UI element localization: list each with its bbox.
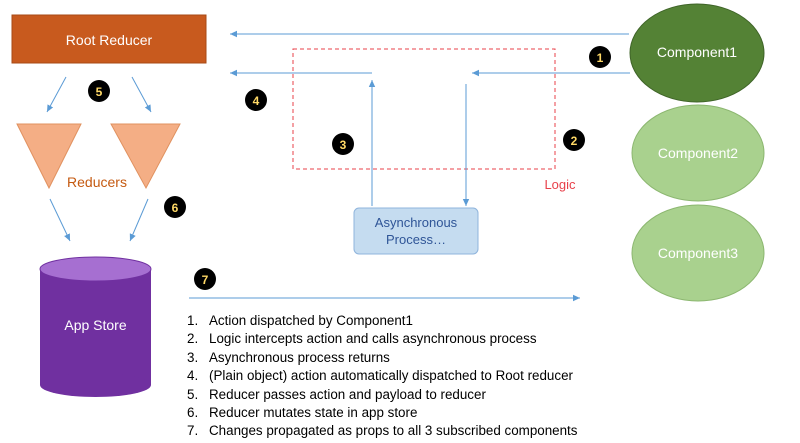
step-item: 7.Changes propagated as props to all 3 s… bbox=[187, 423, 578, 439]
step-item: 3.Asynchronous process returns bbox=[187, 349, 390, 365]
step-item: 4.(Plain object) action automatically di… bbox=[187, 368, 573, 384]
component1-label: Component1 bbox=[657, 44, 737, 60]
step-badge-2: 2 bbox=[563, 129, 585, 151]
step-item: 2.Logic intercepts action and calls asyn… bbox=[187, 331, 537, 347]
step-badge-4: 4 bbox=[245, 89, 267, 111]
step-badge-5: 5 bbox=[88, 80, 110, 102]
arrow-reducer-right-to-store bbox=[129, 198, 149, 242]
arrow-reducer-left-to-store bbox=[49, 198, 71, 242]
step-badge-1: 1 bbox=[589, 46, 611, 68]
async-process-label-line2: Process… bbox=[386, 232, 446, 247]
app-store-label: App Store bbox=[64, 317, 126, 333]
step-item: 6.Reducer mutates state in app store bbox=[187, 404, 418, 420]
svg-text:5: 5 bbox=[96, 85, 103, 99]
logic-label: Logic bbox=[544, 177, 576, 192]
component2-label: Component2 bbox=[658, 145, 738, 161]
root-reducer-label: Root Reducer bbox=[66, 32, 153, 48]
reducers-label: Reducers bbox=[67, 174, 127, 190]
step-badge-7: 7 bbox=[194, 268, 216, 290]
svg-text:2: 2 bbox=[571, 134, 578, 148]
step-badge-6: 6 bbox=[164, 196, 186, 218]
async-process-label-line1: Asynchronous bbox=[375, 215, 458, 230]
component3-label: Component3 bbox=[658, 245, 738, 261]
component3-node: Component3 bbox=[631, 204, 765, 302]
step-badge-3: 3 bbox=[332, 133, 354, 155]
app-store-node: App Store bbox=[39, 256, 152, 397]
component1-node: Component1 bbox=[629, 3, 765, 103]
arrow-root-to-reducer-right bbox=[131, 76, 152, 113]
svg-text:4: 4 bbox=[253, 94, 260, 108]
component2-node: Component2 bbox=[631, 104, 765, 202]
logic-boundary bbox=[292, 48, 556, 170]
reducer-triangle-left bbox=[16, 123, 82, 190]
svg-text:1: 1 bbox=[597, 51, 604, 65]
svg-text:3: 3 bbox=[340, 138, 347, 152]
arrow-root-to-reducer-left bbox=[46, 76, 67, 113]
root-reducer-node: Root Reducer bbox=[11, 14, 207, 64]
reducer-triangle-right bbox=[110, 123, 181, 190]
step-item: 5.Reducer passes action and payload to r… bbox=[187, 386, 486, 402]
step-item: 1.Action dispatched by Component1 bbox=[187, 313, 413, 328]
steps-legend: 1.Action dispatched by Component1 2.Logi… bbox=[187, 312, 577, 441]
async-process-node: Asynchronous Process… bbox=[353, 207, 479, 255]
svg-text:6: 6 bbox=[172, 201, 179, 215]
svg-text:7: 7 bbox=[202, 273, 209, 287]
